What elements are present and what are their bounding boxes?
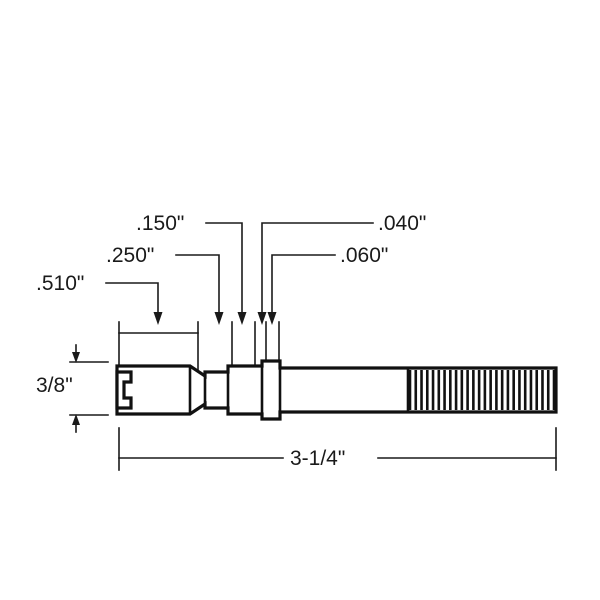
arrowhead-150	[237, 312, 247, 325]
leader-040	[257, 222, 374, 325]
dimension-label-510: .510"	[36, 272, 84, 295]
dimension-label-overall-length: 3-1/4"	[290, 447, 345, 470]
arrowhead-040	[257, 312, 267, 325]
dimension-label-150: .150"	[136, 212, 184, 235]
dimension-label-040: .040"	[378, 212, 426, 235]
leader-150	[205, 222, 247, 325]
thread-hatching	[408, 370, 556, 410]
leader-510	[105, 282, 163, 325]
vertical-dimension-diameter	[69, 344, 109, 433]
arrowhead-060	[267, 312, 277, 325]
dimension-label-060: .060"	[340, 244, 388, 267]
horizontal-dimension-overall	[118, 427, 557, 471]
arrowhead-250	[214, 312, 224, 325]
leader-060	[267, 254, 336, 325]
arrowhead-diameter-bottom	[72, 414, 80, 425]
fork-slot-notch	[115, 370, 133, 410]
arrowhead-diameter-top	[72, 352, 80, 363]
part-silhouette	[115, 359, 558, 421]
arrowhead-510	[153, 312, 163, 325]
bracket-510	[118, 321, 199, 373]
leader-250	[175, 254, 224, 325]
dimension-label-diameter: 3/8"	[36, 374, 73, 397]
dimension-label-250: .250"	[106, 244, 154, 267]
